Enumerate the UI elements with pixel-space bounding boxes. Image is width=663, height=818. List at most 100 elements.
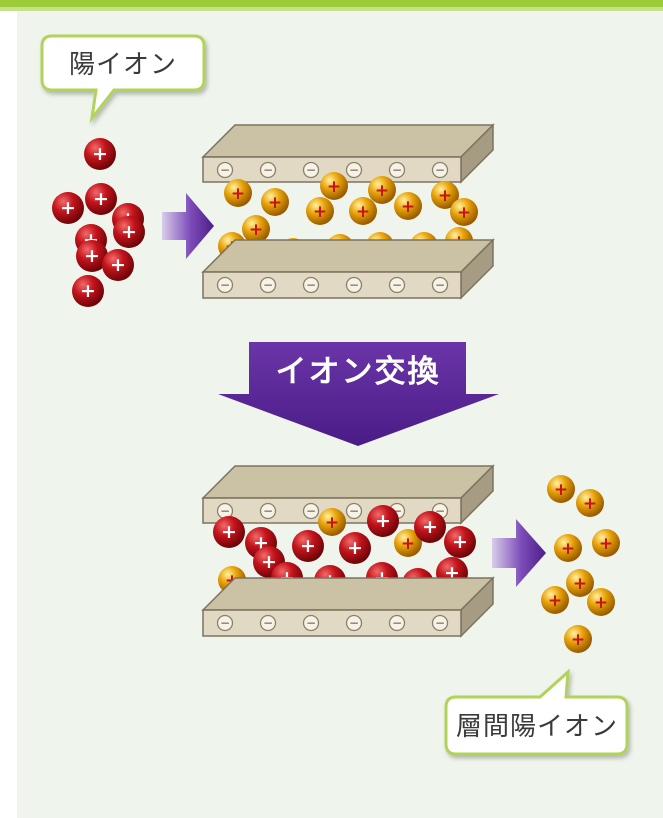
positive-sign: + [401, 197, 415, 217]
ion-sphere [368, 176, 396, 204]
positive-sign: + [92, 143, 108, 165]
positive-sign: + [561, 539, 575, 559]
cation-gold-icon: + [576, 489, 604, 517]
positive-sign: + [347, 537, 363, 559]
ion-sphere [113, 216, 145, 248]
positive-sign: + [375, 181, 389, 201]
ion-sphere [224, 179, 252, 207]
svg-text:−: − [435, 616, 445, 630]
negative-charge-icon: − [431, 276, 449, 294]
cation-gold-icon: + [592, 529, 620, 557]
negative-charge-icon: − [345, 276, 363, 294]
svg-text:−: − [306, 504, 316, 518]
positive-sign: + [571, 630, 585, 650]
negative-charge-icon: − [259, 502, 277, 520]
cation-gold-icon: + [587, 588, 615, 616]
cation-red-icon: + [85, 183, 117, 215]
ion-sphere [261, 188, 289, 216]
clay-layers-front: − − − − − − − − − − − − [201, 238, 495, 638]
svg-text:−: − [349, 616, 359, 630]
svg-text:−: − [349, 163, 359, 177]
negative-charge-icon: − [302, 276, 320, 294]
svg-text:−: − [220, 504, 230, 518]
cation-gold-icon: + [450, 198, 478, 226]
ion-sphere [292, 530, 324, 562]
cation-gold-icon: + [394, 529, 422, 557]
interlayer-bubble-shape [444, 668, 629, 756]
ion-sphere [450, 198, 478, 226]
ion-sphere [349, 197, 377, 225]
cation-red-icon: + [76, 240, 108, 272]
positive-sign: + [594, 593, 608, 613]
svg-text:−: − [220, 163, 230, 177]
negative-charge-icon: − [431, 161, 449, 179]
negative-charge-icon: − [259, 276, 277, 294]
ion-sphere [566, 569, 594, 597]
cation-gold-icon: + [554, 534, 582, 562]
ion-sphere [242, 215, 270, 243]
positive-sign: + [356, 202, 370, 222]
cation-red-icon: + [414, 511, 446, 543]
svg-text:−: − [435, 163, 445, 177]
negative-charge-icon: − [345, 502, 363, 520]
positive-sign: + [93, 188, 109, 210]
cation-gold-icon: + [541, 586, 569, 614]
cation-bubble-shape [40, 34, 206, 124]
ion-sphere [541, 586, 569, 614]
right-arrow-icon [162, 193, 214, 259]
interlayer-label-bubble [444, 668, 629, 756]
positive-sign: + [221, 521, 237, 543]
ion-sphere [444, 526, 476, 558]
cation-gold-icon: + [394, 192, 422, 220]
svg-text:−: − [349, 278, 359, 292]
svg-text:−: − [306, 616, 316, 630]
cation-red-icon: + [444, 526, 476, 558]
svg-text:−: − [349, 504, 359, 518]
negative-charge-icon: − [431, 614, 449, 632]
ion-sphere [587, 588, 615, 616]
positive-sign: + [300, 535, 316, 557]
positive-sign: + [60, 197, 76, 219]
positive-sign: + [249, 220, 263, 240]
negative-charge-icon: − [302, 502, 320, 520]
negative-charge-icon: − [388, 614, 406, 632]
svg-text:−: − [435, 278, 445, 292]
ion-sphere [339, 532, 371, 564]
cation-label: 陽イオン [69, 50, 177, 80]
ion-sphere [547, 475, 575, 503]
negative-charge-icon: − [302, 614, 320, 632]
cation-red-icon: + [113, 216, 145, 248]
svg-text:−: − [263, 163, 273, 177]
clay-layer-top-upper: −−−−−− [201, 123, 495, 184]
ion-sphere [576, 489, 604, 517]
exchange-arrow-label: イオン交換 [276, 354, 441, 390]
cation-gold-icon: + [224, 179, 252, 207]
cation-gold-icon: + [261, 188, 289, 216]
down-arrow-icon [218, 342, 499, 446]
cation-gold-icon: + [566, 569, 594, 597]
cation-red-icon: + [339, 532, 371, 564]
cation-gold-icon: + [318, 508, 346, 536]
ion-sphere [564, 625, 592, 653]
positive-sign: + [599, 534, 613, 554]
positive-sign: + [268, 193, 282, 213]
ion-sphere [554, 534, 582, 562]
svg-text:−: − [392, 504, 402, 518]
positive-sign: + [583, 494, 597, 514]
ion-sphere [85, 183, 117, 215]
ion-sphere [84, 138, 116, 170]
negative-charge-icon: − [302, 161, 320, 179]
positive-sign: + [121, 221, 137, 243]
clay-layer-bottom-lower: −−−−−− [201, 576, 495, 638]
clay-layers-back: − − − − − − − − − − − − [201, 123, 495, 525]
cation-gold-icon: + [564, 625, 592, 653]
svg-text:−: − [392, 278, 402, 292]
ion-sphere [367, 505, 399, 537]
ion-sphere [414, 511, 446, 543]
negative-charge-icon: − [216, 276, 234, 294]
ion-sphere [72, 275, 104, 307]
cation-red-icon: + [292, 530, 324, 562]
cation-gold-icon: + [431, 181, 459, 209]
svg-text:−: − [435, 504, 445, 518]
